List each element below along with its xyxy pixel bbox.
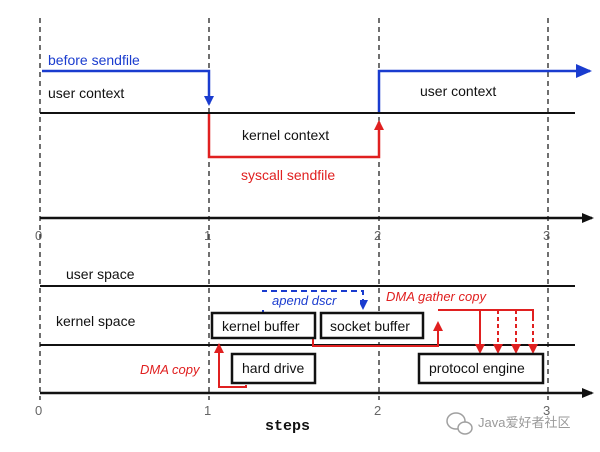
bottom-tick-0: 0: [35, 403, 42, 418]
watermark-text: Java爱好者社区: [478, 415, 570, 430]
hard-drive-box: hard drive: [230, 352, 317, 385]
bottom-tick-2: 2: [374, 403, 381, 418]
socket-buffer-box: socket buffer: [319, 311, 425, 340]
dma-copy-arrow: [214, 343, 247, 388]
before-sendfile-label: before sendfile: [48, 52, 140, 68]
watermark: Java爱好者社区: [446, 412, 570, 435]
top-section: before sendfile user context user contex…: [35, 52, 594, 243]
gather-feed-arrow: [312, 321, 443, 347]
top-tick-2: 2: [374, 228, 381, 243]
syscall-sendfile-arrow: [207, 114, 384, 159]
user-context-right-label: user context: [420, 83, 496, 99]
append-descriptor-bg: [262, 292, 360, 310]
bottom-tick-3: 3: [543, 403, 550, 418]
steps-axis-label: steps: [265, 418, 310, 435]
bottom-tick-1: 1: [204, 403, 211, 418]
kernel-context-label: kernel context: [242, 127, 329, 143]
user-space-label: user space: [66, 266, 135, 282]
step-guides: [39, 18, 549, 400]
hard-drive-label: hard drive: [242, 360, 304, 376]
user-context-left-label: user context: [48, 85, 124, 101]
socket-buffer-label: socket buffer: [330, 318, 410, 334]
top-tick-3: 3: [543, 228, 550, 243]
append-descriptor-label: apend dscr: [272, 293, 337, 308]
bottom-section: user space kernel space apend dscr DMA g…: [35, 266, 594, 435]
dma-copy-label: DMA copy: [140, 362, 201, 377]
return-user-context-arrow: [377, 64, 592, 112]
kernel-buffer-label: kernel buffer: [222, 318, 300, 334]
dma-gather-copy-label: DMA gather copy: [386, 289, 487, 304]
kernel-buffer-box: kernel buffer: [210, 311, 317, 340]
dma-gather-bus: [438, 309, 534, 320]
top-tick-1: 1: [204, 228, 211, 243]
protocol-engine-label: protocol engine: [429, 360, 525, 376]
wechat-bubble-icon: [446, 412, 473, 435]
kernel-space-label: kernel space: [56, 313, 136, 329]
top-tick-0: 0: [35, 228, 42, 243]
before-sendfile-arrow: [42, 69, 214, 106]
protocol-engine-box: protocol engine: [417, 352, 545, 385]
syscall-sendfile-label: syscall sendfile: [241, 167, 335, 183]
